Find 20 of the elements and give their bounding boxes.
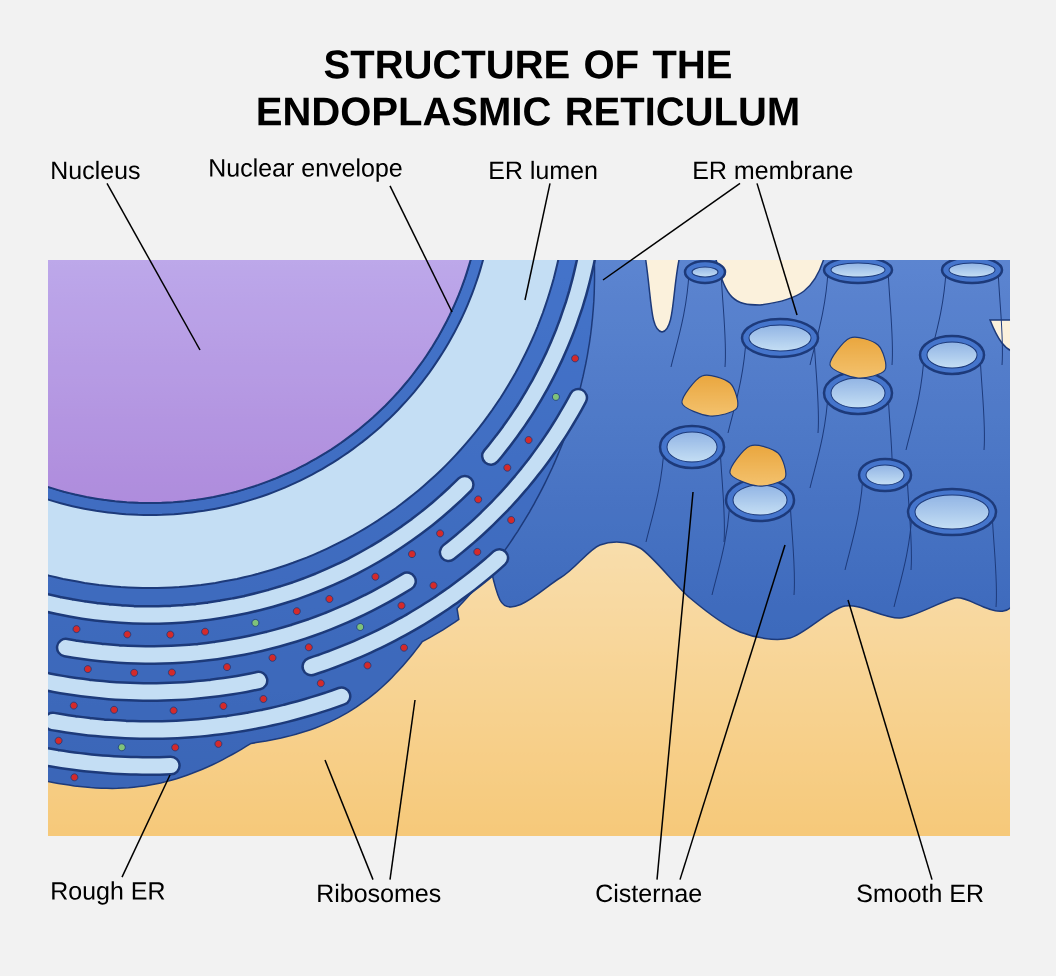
leader-line — [602, 182, 741, 281]
part-label: ER lumen — [490, 160, 597, 180]
leader-line — [106, 182, 201, 351]
part-label: Cisternae — [596, 883, 702, 903]
leader-line — [389, 185, 453, 313]
part-label: Rough ER — [52, 881, 165, 905]
leader-line — [524, 182, 551, 301]
part-label: Smooth ER — [857, 883, 983, 903]
leader-line — [324, 759, 374, 881]
leader-line — [679, 544, 786, 881]
leader-line — [389, 699, 416, 881]
part-label: Nucleus — [52, 160, 140, 180]
leader-line — [656, 491, 694, 881]
leader-line — [121, 774, 171, 878]
leader-line — [847, 599, 933, 881]
part-label: Nuclear envelope — [210, 158, 402, 182]
part-label: Ribosomes — [318, 883, 441, 903]
part-label: ER membrane — [694, 160, 853, 180]
title: STRUCTURE OF THE ENDOPLASMIC RETICULUM — [258, 50, 798, 126]
leader-line — [756, 182, 798, 316]
